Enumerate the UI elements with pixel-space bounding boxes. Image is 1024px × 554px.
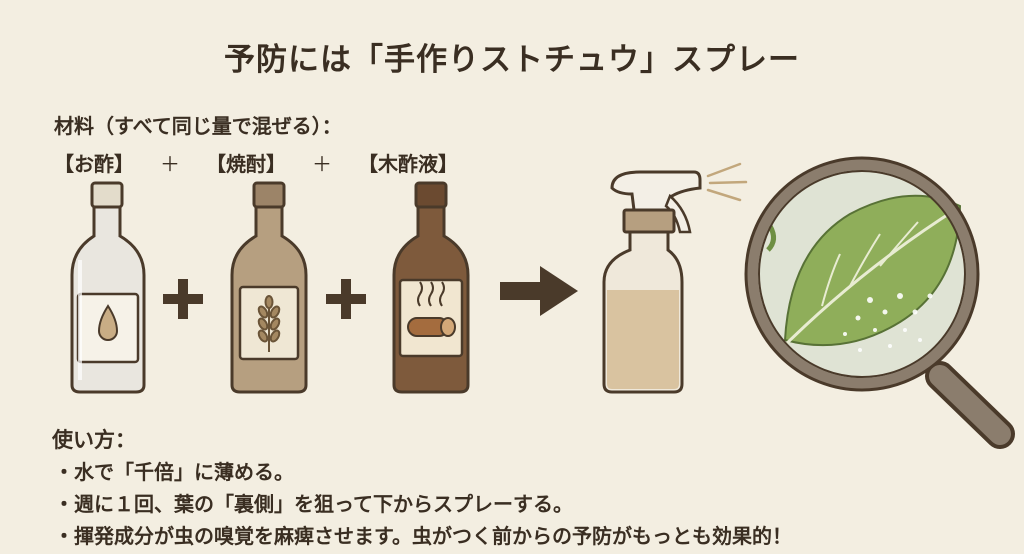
magnifier-icon	[744, 156, 1015, 449]
leaf-icon	[766, 194, 962, 354]
usage-title: 使い方：	[52, 428, 136, 452]
smoke-icon	[417, 281, 445, 307]
wood-vinegar-bottle	[392, 181, 470, 394]
right-arrow-icon	[500, 266, 578, 316]
usage-item: 水で「千倍」に薄める。	[54, 456, 792, 488]
spray-bottle-icon	[602, 162, 748, 394]
plus-icon	[163, 279, 203, 319]
wheat-icon	[257, 295, 281, 352]
ingredient-wood-vinegar: 【木酢液】	[358, 152, 458, 176]
page-title: 予防には「手作りストチュウ」スプレー	[224, 42, 800, 78]
usage-item: 揮発成分が虫の嗅覚を麻痺させます。虫がつく前からの予防がもっとも効果的！	[54, 520, 792, 552]
usage-item: 週に１回、葉の「裏側」を狙って下からスプレーする。	[54, 488, 792, 520]
plus-icon	[326, 279, 366, 319]
vinegar-bottle	[70, 181, 146, 394]
shochu-bottle	[230, 181, 308, 394]
ingredient-vinegar: 【お酢】	[54, 152, 134, 176]
ingredients-row: 【お酢】 ＋ 【焼酎】 ＋ 【木酢液】	[54, 148, 458, 177]
materials-label: 材料（すべて同じ量で混ぜる）：	[54, 114, 342, 138]
log-icon	[407, 317, 456, 337]
ingredient-shochu: 【焼酎】	[206, 152, 286, 176]
plus-text: ＋	[312, 152, 332, 176]
drop-icon	[97, 304, 119, 341]
usage-list: 水で「千倍」に薄める。 週に１回、葉の「裏側」を狙って下からスプレーする。 揮発…	[54, 456, 792, 552]
plus-text: ＋	[160, 152, 180, 176]
